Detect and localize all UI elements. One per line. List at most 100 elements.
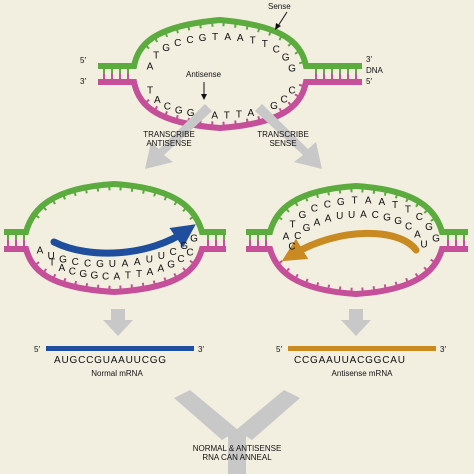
nucleotide-letter: G [199,33,207,44]
normal-mrna-strand: 5′ 3′ AUGCCGUAAUUCGG Normal mRNA [34,345,204,378]
nucleotide-letter: G [425,222,433,233]
antisense-mrna-strand: 5′ 3′ CCGAAUUACGGCAU Antisense mRNA [276,345,446,378]
nucleotide-letter: A [365,196,372,207]
nucleotide-letter: C [273,44,280,55]
antisense-mrna-label: Antisense mRNA [332,369,394,378]
transcription-steps: TRANSCRIBE ANTISENSE TRANSCRIBE SENSE [143,104,322,169]
nucleotide-letter: T [136,269,142,280]
normal-mrna-transcript [50,224,196,257]
nucleotide-letter: G [91,271,99,282]
nucleotide-letter: C [324,199,331,210]
nucleotide-letter: T [289,220,295,231]
nucleotide-letter: A [157,264,164,275]
nucleotide-letter: A [134,257,141,268]
anneal-right-arm [236,390,300,440]
nucleotide-letter: U [336,211,343,222]
nucleotide-letter: T [224,110,230,121]
nucleotide-letter: C [164,102,171,113]
sense-label: Sense [268,2,291,11]
nucleotide-letter: G [96,259,104,270]
nucleotide-letter: A [325,214,332,225]
nucleotide-letter: A [314,218,321,229]
left-antisense-strand [4,246,226,296]
nucleotide-letter: T [262,39,268,50]
anneal-converge-arrow [174,390,300,474]
antisense-mrna-transcript [281,229,420,262]
nucleotide-letter: A [122,258,129,269]
nucleotide-letter: T [351,196,357,207]
transcribe-sense-arrow [255,104,322,169]
anneal-line-2: RNA CAN ANNEAL [202,453,272,462]
antisense-mrna-three-prime: 3′ [440,345,446,354]
nucleotide-letter: A [58,263,65,274]
step-right-line-1: TRANSCRIBE [257,130,309,139]
step-left-line-2: ANTISENSE [146,139,191,148]
nucleotide-letter: C [288,86,295,97]
nucleotide-letter: A [224,32,231,43]
nucleotide-letter: U [47,251,54,262]
nucleotide-letter: C [416,212,423,223]
step-left-line-1: TRANSCRIBE [143,130,195,139]
nucleotide-letter: A [113,271,120,282]
nucleotide-letter: C [169,247,176,258]
nucleotide-letter: U [158,251,165,262]
nucleotide-letter: G [288,64,296,75]
top-right-three-prime: 3′ [366,55,372,64]
nucleotide-letter: G [270,101,278,112]
nucleotide-letter: C [174,38,181,49]
nucleotide-letter: G [187,108,195,119]
nucleotide-letter: A [154,95,161,106]
nucleotide-letter: C [288,242,295,253]
transcribe-antisense-arrow [145,104,212,169]
top-left-five-prime: 5′ [80,56,86,65]
nucleotide-letter: A [211,110,218,121]
right-antisense-strand [246,246,468,298]
nucleotide-letter: A [237,33,244,44]
antisense-mrna-sequence: CCGAAUUACGGCAU [294,355,406,366]
top-right-five-prime: 5′ [366,77,372,86]
sense-strand [98,16,362,69]
nucleotide-letter: G [299,210,307,221]
nucleotide-letter: U [420,240,427,251]
nucleotide-letter: G [394,216,402,227]
nucleotide-letter: A [360,210,367,221]
nucleotide-letter: U [109,259,116,270]
nucleotide-letter: C [311,204,318,215]
nucleotide-letter: G [79,269,87,280]
nucleotide-letter: C [177,254,184,265]
nucleotide-letter: G [59,255,67,266]
nucleotide-letter: C [294,231,301,242]
normal-mrna-five-prime: 5′ [34,345,40,354]
nucleotide-letter: G [190,234,198,245]
nucleotide-letter: T [405,205,411,216]
nucleotide-letter: A [414,230,421,241]
nucleotide-letter: A [378,197,385,208]
nucleotide-letter: C [72,257,79,268]
top-left-three-prime: 3′ [80,77,86,86]
nucleotide-letter: A [147,62,154,73]
normal-mrna-sequence: AUGCCGUAAUUCGG [54,355,167,366]
nucleotide-letter: C [102,271,109,282]
nucleotide-letter: U [146,254,153,265]
nucleotide-letter: C [405,222,412,233]
nucleotide-letter: U [348,210,355,221]
antisense-strand [98,79,362,132]
nucleotide-letter: C [84,259,91,270]
top-sense-letter-track [150,36,292,68]
antisense-mrna-five-prime: 5′ [276,345,282,354]
nucleotide-letter: A [37,246,44,257]
antisense-label: Antisense [186,70,222,79]
normal-mrna-label: Normal mRNA [91,369,143,378]
nucleotide-letter: A [147,267,154,278]
nucleotide-letter: T [392,200,398,211]
nucleotide-letter: C [69,267,76,278]
normal-mrna-three-prime: 3′ [198,345,204,354]
dna-label: DNA [366,66,384,75]
nucleotide-letter: G [303,223,311,234]
